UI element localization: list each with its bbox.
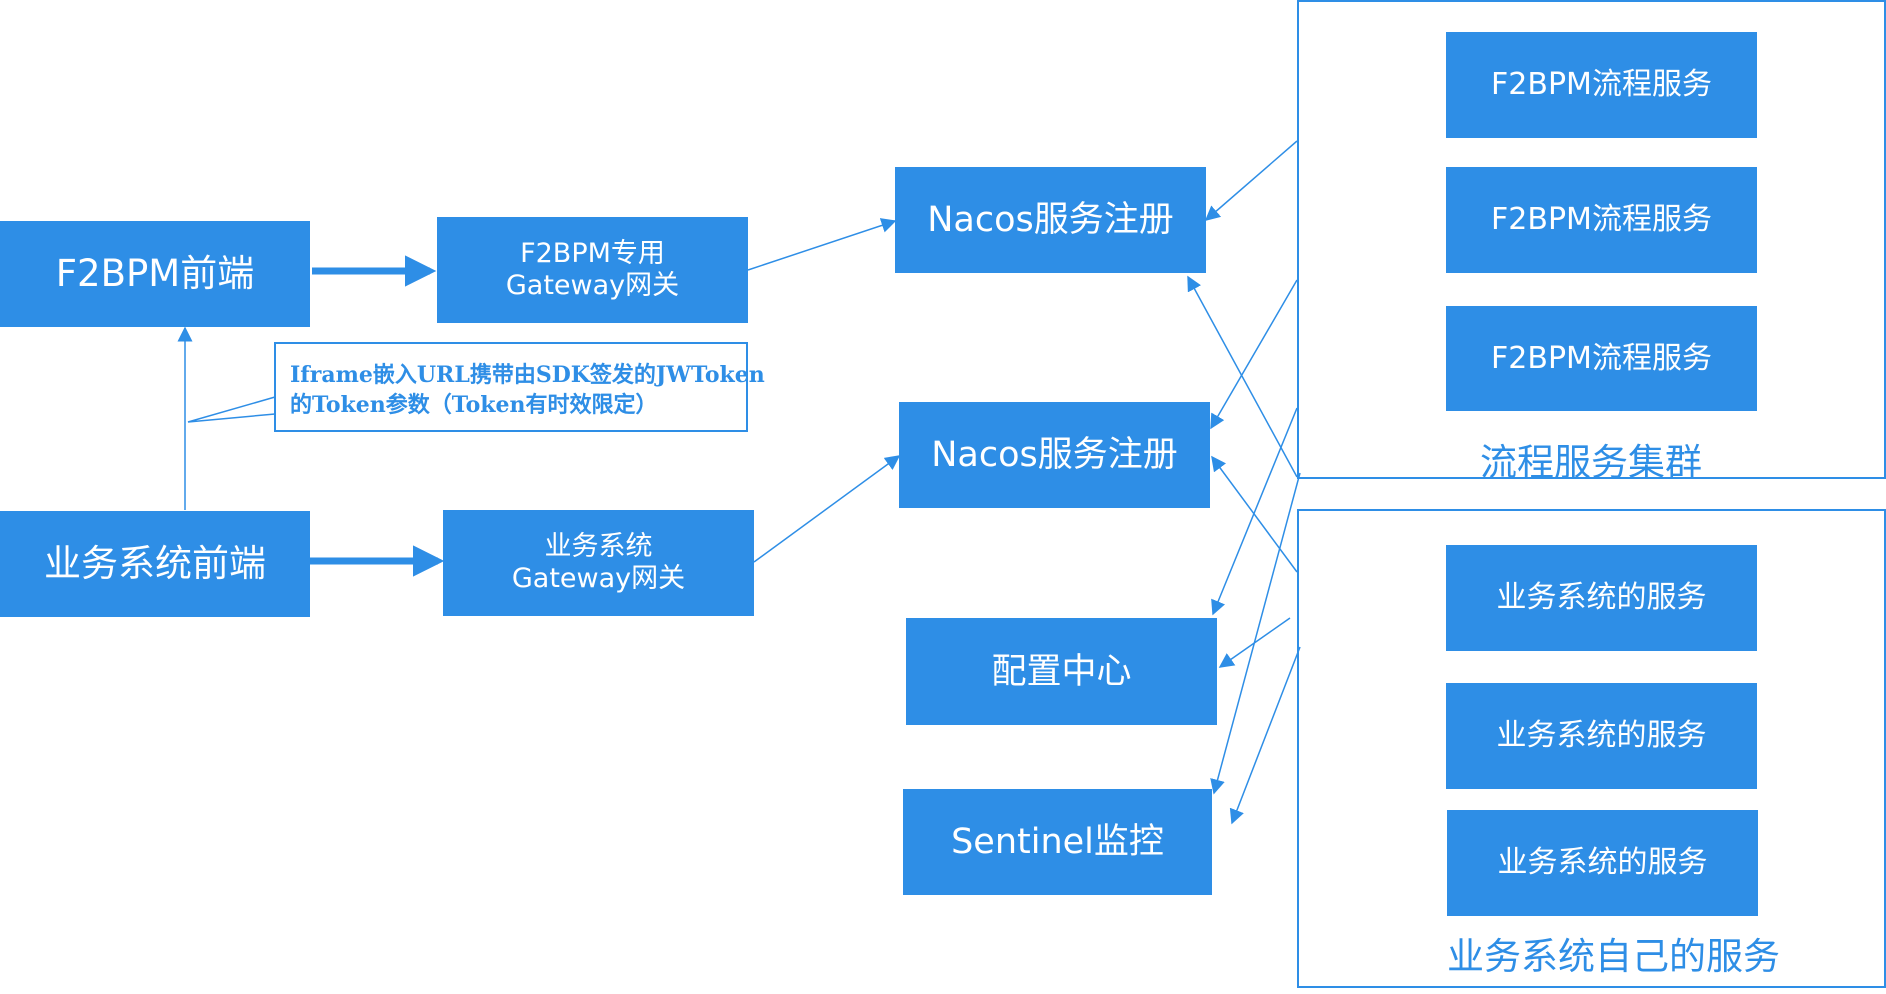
sentinel-monitor-label: Sentinel监控 (951, 822, 1164, 862)
biz-frontend-box: 业务系统前端 (0, 511, 310, 617)
f2bpm-gateway-label-line1: F2BPM专用 (520, 237, 665, 269)
biz-gateway-label-line1: 业务系统 (544, 530, 653, 562)
flow-service-box-1: F2BPM流程服务 (1446, 32, 1757, 138)
callout-pointer (187, 396, 276, 423)
biz-service-box-3: 业务系统的服务 (1447, 810, 1758, 916)
arrow-biz-gateway-to-nacos (753, 455, 901, 563)
config-center-label: 配置中心 (991, 651, 1132, 692)
biz-service-box-2: 业务系统的服务 (1446, 683, 1757, 789)
arrow-cluster-to-config (1211, 407, 1298, 616)
jwt-callout-line1: Iframe嵌入URL携带由SDK签发的JWToken (290, 362, 765, 388)
nacos-registry-box-2: Nacos服务注册 (899, 402, 1210, 508)
nacos-registry-label-2: Nacos服务注册 (931, 435, 1178, 475)
f2bpm-frontend-box: F2BPM前端 (0, 221, 310, 327)
arrow-f2bpm-gateway-to-nacos (747, 218, 897, 271)
biz-gateway-box: 业务系统 Gateway网关 (443, 510, 754, 616)
biz-services-group (1297, 509, 1886, 988)
flow-service-label-3: F2BPM流程服务 (1491, 340, 1712, 376)
flow-service-label-2: F2BPM流程服务 (1491, 202, 1712, 237)
biz-service-label-2: 业务系统的服务 (1496, 718, 1707, 753)
jwt-callout-box (274, 342, 748, 432)
biz-service-label-1: 业务系统的服务 (1496, 580, 1707, 615)
config-center-box: 配置中心 (906, 618, 1217, 725)
flow-cluster-label: 流程服务集群 (1480, 441, 1702, 484)
f2bpm-frontend-label: F2BPM前端 (55, 251, 255, 295)
nacos-registry-label-1: Nacos服务注册 (927, 200, 1174, 240)
nacos-registry-box-1: Nacos服务注册 (895, 167, 1206, 273)
arrow-cluster-to-nacos-1 (1204, 140, 1298, 221)
biz-service-box-1: 业务系统的服务 (1446, 545, 1757, 651)
flow-service-label-1: F2BPM流程服务 (1491, 67, 1712, 102)
arrow-cluster-to-sentinel (1210, 472, 1301, 795)
jwt-callout-line2: 的Token参数（Token有时效限定） (290, 392, 658, 418)
biz-frontend-label: 业务系统前端 (44, 541, 266, 585)
biz-service-label-3: 业务系统的服务 (1497, 845, 1708, 880)
sentinel-monitor-box: Sentinel监控 (903, 789, 1212, 895)
f2bpm-gateway-box: F2BPM专用 Gateway网关 (437, 217, 748, 323)
biz-gateway-label-line2: Gateway网关 (511, 563, 686, 594)
arrow-cluster-to-nacos-2 (1210, 279, 1298, 430)
arrow-biz-services-to-nacos-2 (1211, 455, 1298, 573)
flow-service-box-3: F2BPM流程服务 (1446, 306, 1757, 411)
flow-service-cluster-group (1297, 0, 1886, 479)
arrow-biz-services-to-nacos-1 (1187, 275, 1298, 478)
arrow-biz-services-to-config (1218, 617, 1291, 668)
f2bpm-gateway-label-line2: Gateway网关 (505, 270, 680, 301)
flow-service-box-2: F2BPM流程服务 (1446, 167, 1757, 273)
biz-services-label: 业务系统自己的服务 (1447, 935, 1780, 978)
arrow-biz-services-to-sentinel (1229, 646, 1301, 825)
